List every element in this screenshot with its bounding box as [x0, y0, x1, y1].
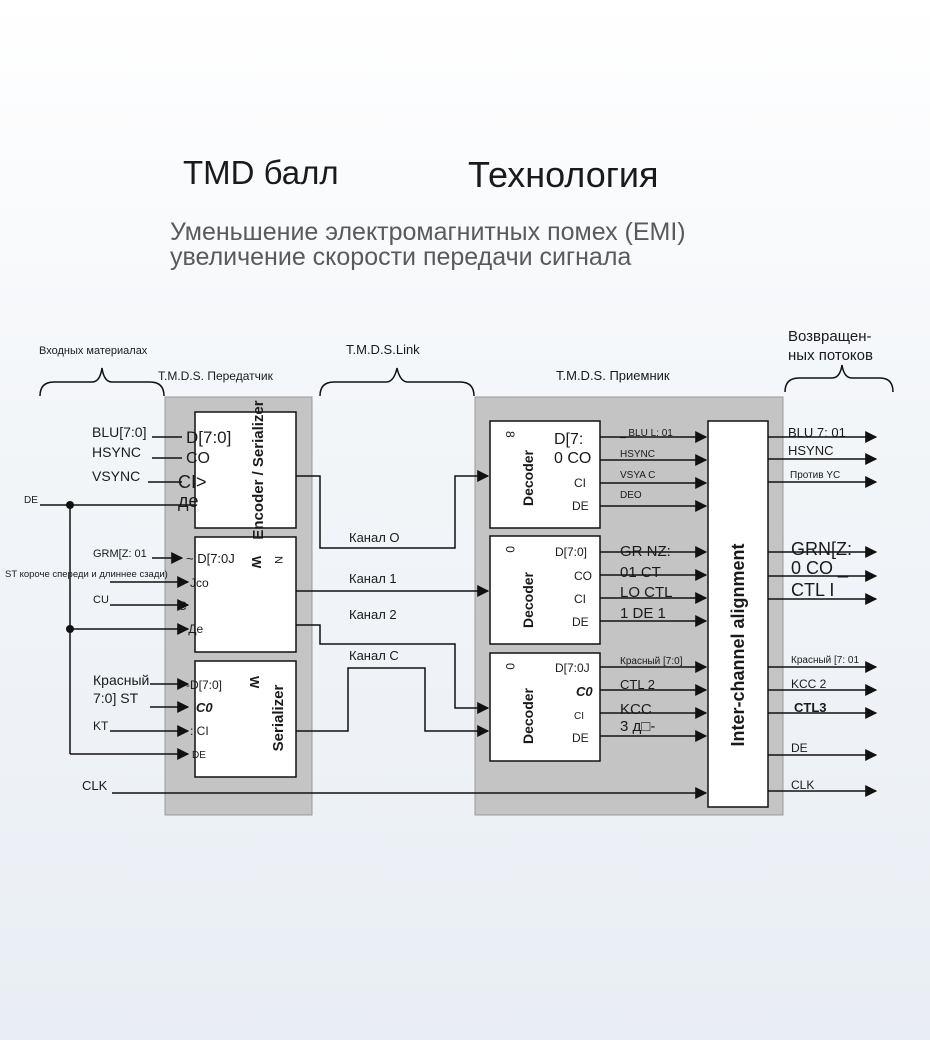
- input-red-2: 7:0] ST: [93, 690, 139, 706]
- input-clk: CLK: [82, 778, 108, 793]
- dec2-out-3: LO CTL: [620, 584, 673, 601]
- dec1-c1: CI: [574, 476, 586, 490]
- de-junction-2: [66, 625, 74, 633]
- output-clk: CLK: [791, 778, 814, 792]
- dec1-num: 8: [503, 431, 517, 438]
- tx2-d: ~ D[7:0J: [186, 551, 235, 566]
- output-red: Красный [7: 01: [791, 655, 859, 666]
- receiver-label: T.M.D.S. Приемник: [556, 368, 670, 383]
- dec3-de: DE: [572, 731, 589, 745]
- dec2-block-label: Decoder: [520, 571, 536, 628]
- dec1-out-3: VSYA C: [620, 470, 655, 481]
- subtitle-line-1: Уменьшение электромагнитных помех (EMI): [170, 218, 686, 246]
- input-vsync: VSYNC: [92, 468, 140, 484]
- dec1-d-2: 0 CO: [554, 450, 591, 467]
- tx3-block-label: Serializer: [270, 684, 287, 751]
- channel-c-label: Канал С: [349, 648, 399, 663]
- transmitter-label: T.M.D.S. Передатчик: [158, 369, 274, 383]
- output-de: DE: [791, 741, 808, 755]
- output-grn-3: CTL I: [791, 580, 834, 600]
- tx1-c1: CI>: [178, 472, 207, 492]
- dec2-out-4: 1 DE 1: [620, 605, 666, 622]
- output-blu: BLU 7: 01: [788, 425, 846, 440]
- input-blu: BLU[7:0]: [92, 424, 146, 440]
- output-bracket: [784, 364, 894, 393]
- tx-serializer-block-3: [194, 660, 297, 778]
- tx2-de: > Де: [178, 622, 203, 636]
- output-group-label-2: ных потоков: [788, 347, 873, 364]
- dec2-out-2: 01 CT: [620, 564, 661, 581]
- subtitle-line-2: увеличение скорости передачи сигнала: [170, 243, 632, 271]
- dec3-out-1: Красный [7:0]: [620, 656, 683, 667]
- output-kcc: KCC 2: [791, 677, 827, 691]
- dec3-out-2: CTL 2: [620, 677, 655, 692]
- tx3-c1: : CI: [190, 724, 209, 738]
- link-bracket: [319, 367, 475, 397]
- channel-2-label: Канал 2: [349, 607, 397, 622]
- tx-encoder-block-1: [194, 411, 297, 529]
- input-hsync: HSYNC: [92, 444, 141, 460]
- output-vsync: Против YC: [790, 470, 840, 481]
- dec1-block-label: Decoder: [520, 449, 536, 506]
- output-hsync: HSYNC: [788, 443, 834, 458]
- tx2-n: N: [272, 556, 284, 564]
- inter-channel-alignment-block: [707, 420, 769, 808]
- tx3-d: -D[7:0]: [186, 678, 222, 692]
- input-bracket: [39, 367, 165, 397]
- input-note: ST короче спереди и длиннее сзади): [5, 569, 168, 580]
- decoder-block-1: [489, 420, 601, 529]
- title-right: Технология: [468, 154, 659, 195]
- dec1-out-1: _ BLU L: 01: [619, 428, 673, 439]
- dec3-out-4: 3 д□-: [620, 718, 655, 735]
- de-junction-1: [66, 501, 74, 509]
- dec1-d-1: D[7:: [554, 431, 583, 448]
- input-de: DE: [24, 495, 38, 506]
- output-group-label-1: Возвращен-: [788, 328, 872, 345]
- tx3-w: W: [247, 676, 262, 689]
- dec2-out-1: GR NZ:: [620, 543, 671, 560]
- dec3-out-3: KCC: [620, 701, 652, 718]
- output-grn-2: 0 CO _: [791, 558, 849, 579]
- tx2-c0: Jco: [190, 576, 209, 590]
- tx3-c0: C0: [196, 700, 213, 715]
- decoder-block-2: [489, 535, 601, 645]
- tx2-c1: C: [178, 599, 187, 613]
- tx1-de: де: [178, 491, 199, 511]
- dec2-num: 0: [503, 546, 517, 553]
- tx1-c0: CO: [186, 450, 210, 467]
- dec1-de: DE: [572, 499, 589, 513]
- tx1-block-label: Encoder / Serializer: [250, 400, 267, 539]
- dec2-d: D[7:0]: [555, 545, 587, 559]
- tx-encoder-block-2: [194, 536, 297, 653]
- output-ctl3: CTL3: [794, 700, 827, 715]
- title-left: TMD балл: [183, 154, 339, 191]
- dec1-out-4: DEO: [620, 490, 642, 501]
- dec3-c1: CI: [574, 711, 584, 722]
- tx2-w: W: [249, 556, 264, 569]
- tx1-d: D[7:0]: [186, 428, 231, 447]
- dec2-c0: CO: [574, 569, 592, 583]
- channel-1-label: Канал 1: [349, 571, 397, 586]
- input-red-1: Красный: [93, 672, 149, 688]
- link-label: T.M.D.S.Link: [346, 342, 420, 357]
- decoder-block-3: [489, 652, 601, 762]
- input-grn: GRM[Z: 01: [93, 548, 147, 560]
- alignment-block-label: Inter-channel alignment: [728, 543, 748, 746]
- dec3-num: 0: [503, 663, 517, 670]
- dec3-d: D[7:0J: [555, 661, 590, 675]
- dec3-block-label: Decoder: [520, 687, 536, 744]
- input-cu: CU: [93, 594, 109, 606]
- dec2-c1: CI: [574, 592, 586, 606]
- tx3-de: DE: [192, 750, 206, 761]
- dec2-de: DE: [572, 615, 589, 629]
- output-grn-1: GRN[Z:: [791, 539, 852, 559]
- dec3-c0: C0: [576, 684, 593, 699]
- channel-0-label: Канал О: [349, 530, 400, 545]
- input-kt: KT: [93, 719, 109, 733]
- input-group-label: Входных материалах: [39, 345, 148, 357]
- dec1-out-2: HSYNC: [620, 449, 655, 460]
